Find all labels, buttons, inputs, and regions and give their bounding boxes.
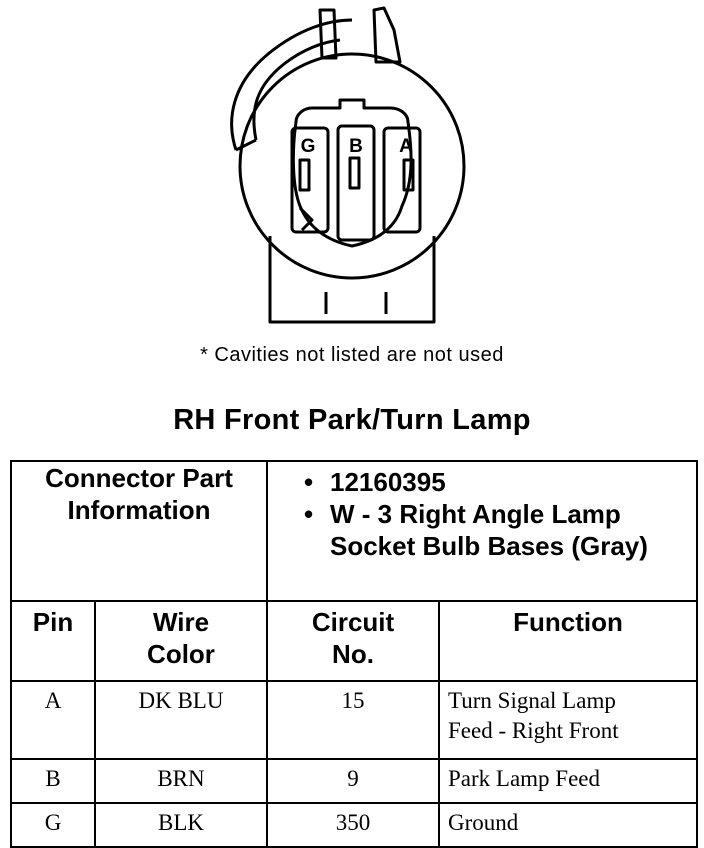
circuit-cell: 350 <box>266 802 440 848</box>
column-header-row: Pin Wire Color Circuit No. Function <box>10 600 699 682</box>
part-number: 12160395 <box>304 466 696 498</box>
cavity-label-b: B <box>349 136 363 157</box>
circuit-cell: 15 <box>266 680 440 760</box>
column-header-circuit-no: Circuit No. <box>266 600 440 682</box>
terminal-g <box>298 158 311 192</box>
connector-top-tab-left <box>318 8 338 60</box>
connector-info-row: Connector Part Information 12160395 W - … <box>10 460 699 602</box>
cavity-label-a: A <box>399 136 413 157</box>
function-cell: Turn Signal Lamp Feed - Right Front <box>437 680 699 760</box>
cavity-slot-b <box>336 124 376 242</box>
connector-pinout-table: Connector Part Information 12160395 W - … <box>10 460 699 848</box>
connector-latch-arm <box>230 18 353 151</box>
pin-cell: B <box>10 758 96 804</box>
column-header-pin: Pin <box>10 600 96 682</box>
wire-color-cell: BRN <box>94 758 268 804</box>
cavities-footnote: * Cavities not listed are not used <box>200 344 504 366</box>
connector-info-values: 12160395 W - 3 Right Angle Lamp Socket B… <box>265 460 699 602</box>
connector-body-outer <box>238 52 466 280</box>
cavity-slot-a <box>382 126 422 234</box>
circuit-cell: 9 <box>266 758 440 804</box>
wire-color-cell: BLK <box>94 802 268 848</box>
connector-housing-base <box>268 236 436 324</box>
connector-info-list: 12160395 W - 3 Right Angle Lamp Socket B… <box>268 462 696 562</box>
table-row: A DK BLU 15 Turn Signal Lamp Feed - Righ… <box>10 680 699 760</box>
part-description: W - 3 Right Angle Lamp Socket Bulb Bases… <box>304 498 696 562</box>
table-row: G BLK 350 Ground <box>10 802 699 848</box>
diagram-title: RH Front Park/Turn Lamp <box>173 404 531 436</box>
column-header-function: Function <box>437 600 699 682</box>
terminal-a <box>402 158 415 192</box>
connector-top-tab-right <box>372 6 402 64</box>
wire-color-cell: DK BLU <box>94 680 268 760</box>
function-cell: Ground <box>437 802 699 848</box>
cavity-slot-g <box>290 126 330 234</box>
cavity-label-g: G <box>301 136 316 157</box>
function-cell: Park Lamp Feed <box>437 758 699 804</box>
connector-face-diagram: G B A <box>230 6 466 324</box>
pin-cell: G <box>10 802 96 848</box>
table-row: B BRN 9 Park Lamp Feed <box>10 758 699 804</box>
column-header-wire-color: Wire Color <box>94 600 268 682</box>
pin-cell: A <box>10 680 96 760</box>
connector-info-label: Connector Part Information <box>10 460 268 602</box>
connector-inner-face <box>291 98 413 248</box>
terminal-b <box>348 156 361 190</box>
